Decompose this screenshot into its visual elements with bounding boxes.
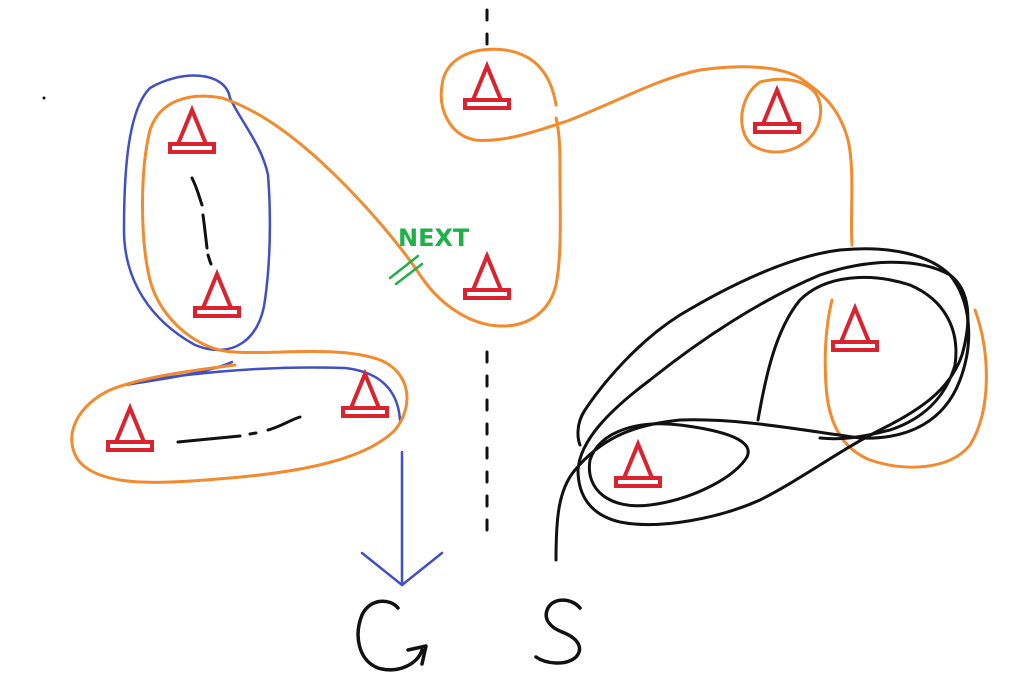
orange-loop-right bbox=[823, 298, 988, 469]
next-marker: NEXT bbox=[388, 224, 470, 286]
black-dashed-connector-upper-left bbox=[190, 176, 213, 266]
traffic-cone-icon bbox=[614, 438, 662, 488]
black-path-inner-loop bbox=[587, 422, 750, 508]
orange-loop-top-middle bbox=[439, 47, 854, 247]
start-letter-s bbox=[534, 598, 582, 665]
traffic-cone-icon bbox=[193, 268, 241, 318]
orange-loop-left-upper bbox=[141, 94, 562, 354]
black-path-inner-right-loop bbox=[756, 276, 958, 441]
blue-path-to-goal bbox=[123, 360, 402, 422]
start-marker: S bbox=[0, 0, 582, 665]
black-path-middle-loop bbox=[576, 260, 970, 527]
start-label: S bbox=[0, 0, 10, 4]
blue-path-outline bbox=[122, 74, 272, 352]
next-label: NEXT bbox=[398, 224, 470, 252]
cones-group bbox=[106, 60, 879, 488]
traffic-cone-icon bbox=[106, 402, 154, 452]
black-path-outer-loop bbox=[554, 247, 971, 562]
orange-loop-lower-left bbox=[70, 349, 409, 484]
traffic-cone-icon bbox=[341, 368, 389, 418]
traffic-cone-icon bbox=[753, 84, 801, 134]
traffic-cone-icon bbox=[463, 250, 511, 300]
orange-loop-top-right bbox=[740, 77, 823, 154]
traffic-cone-icon bbox=[168, 104, 216, 154]
black-dashed-connector-lower-left bbox=[176, 415, 302, 444]
goal-arrow-curl bbox=[406, 644, 428, 666]
stray-dot bbox=[42, 96, 46, 100]
arrow-down-icon bbox=[360, 551, 444, 587]
traffic-cone-icon bbox=[463, 60, 511, 110]
goal-marker: G bbox=[0, 0, 428, 672]
goal-label: G bbox=[0, 0, 12, 4]
traffic-cone-icon bbox=[831, 302, 879, 352]
goal-letter-g bbox=[356, 599, 424, 672]
